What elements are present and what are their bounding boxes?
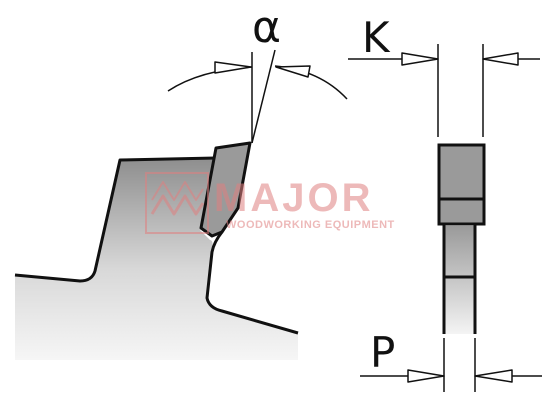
p-dimension-lines — [360, 338, 542, 392]
watermark-brand: MAJOR — [214, 176, 373, 220]
watermark-logo-icon — [145, 172, 209, 234]
k-label: K — [362, 13, 391, 62]
tooth-section — [437, 143, 486, 334]
k-dimension-lines — [348, 44, 540, 137]
hook-angle-marker — [167, 49, 348, 144]
p-label: P — [370, 328, 395, 377]
blade-body — [14, 156, 299, 360]
watermark: MAJOR WOODWORKING EQUIPMENT — [145, 172, 395, 234]
carbide-tip — [199, 141, 252, 238]
alpha-label: α — [252, 2, 281, 53]
watermark-tagline: WOODWORKING EQUIPMENT — [226, 219, 395, 231]
